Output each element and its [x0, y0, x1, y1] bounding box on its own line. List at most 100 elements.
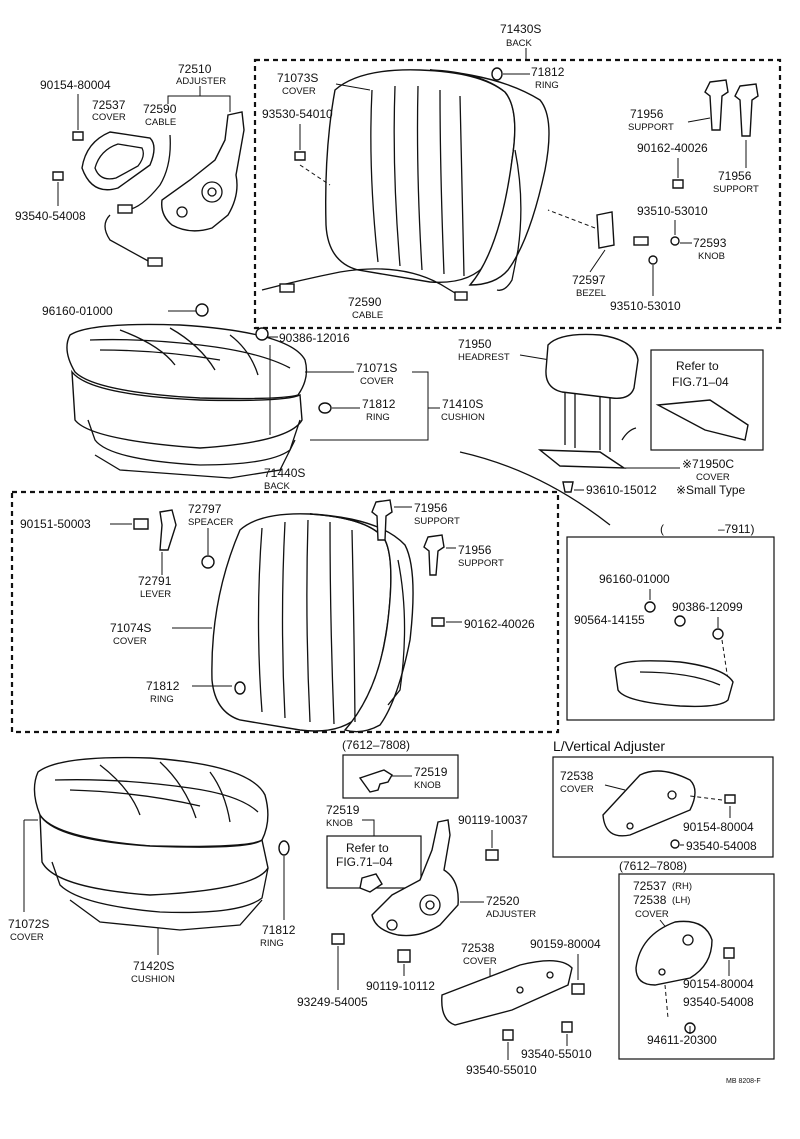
mid-back-bolt-right-part: 90162-40026 — [464, 617, 535, 631]
inset-7612-box — [618, 873, 775, 1060]
knob-7612-group: (7612–7808) 72519 KNOB — [342, 738, 459, 799]
bottom-adjuster-bolt-top-part: 90119-10037 — [458, 813, 528, 827]
vertical-adjuster-title: L/Vertical Adjuster — [553, 738, 665, 754]
cushion-top-foam-shape — [71, 369, 303, 449]
bottom-cushion-ring-name: RING — [260, 938, 284, 949]
headrest-refer-box — [650, 349, 764, 451]
cushion-top-clip-part: 90386-12016 — [279, 331, 350, 345]
bottom-adjuster-knob-name: KNOB — [326, 818, 353, 829]
top-back-cable-part: 72590 — [348, 295, 382, 309]
top-left-cable-shape — [124, 134, 171, 211]
inset-7911-bolt-shape — [674, 615, 686, 627]
inset-7612-cover-rh-part: 72537 — [633, 879, 667, 893]
headrest-cover-part: ※71950C — [682, 457, 734, 471]
bottom-cushion-ring-part: 71812 — [262, 923, 296, 937]
top-back-screw-shape — [294, 151, 306, 161]
mid-back-cover-shape — [211, 513, 392, 732]
knob-7612-box — [342, 754, 459, 799]
top-back-support-b-shape — [734, 83, 759, 137]
bottom-adjuster-screw-b-part: 93540-55010 — [466, 1063, 537, 1077]
cushion-top-ring-shape — [318, 402, 332, 414]
cushion-top-cover-part: 71071S — [356, 361, 397, 375]
cushion-top-cover-name: COVER — [360, 376, 394, 387]
mid-back-spacer-name: SPEACER — [188, 517, 234, 528]
inset-7911-box — [566, 536, 775, 721]
mid-back-lever-name: LEVER — [140, 589, 171, 600]
top-back-bezel-shape — [596, 211, 615, 249]
top-back-ring-part: 71812 — [531, 65, 565, 79]
headrest-cover-name: COVER — [696, 472, 730, 483]
bottom-adjuster-screw-left-shape — [331, 933, 345, 945]
top-back-knob-shape — [633, 236, 649, 246]
top-left-screw-top-shape — [72, 131, 84, 141]
headrest-group: 71950 HEADREST Refer to FIG.71–04 ※71950… — [458, 333, 764, 526]
inset-7911-group: ( –7911) 96160-01000 90386-12099 90564-1… — [566, 522, 775, 721]
vertical-adjuster-screw-b-part: 93540-54008 — [686, 839, 757, 853]
mid-back-ring-part: 71812 — [146, 679, 180, 693]
mid-back-part: 71440S — [264, 466, 305, 480]
top-back-support-b-part: 71956 — [718, 169, 752, 183]
bottom-cushion-group: 71812 RING 71072S COVER 71420S CUSHION — [8, 756, 296, 985]
bottom-adjuster-bolt-right-shape — [571, 983, 585, 995]
top-left-adjuster-shape — [161, 111, 245, 232]
bottom-adjuster-bolt-bottom-part: 90119-10112 — [366, 979, 435, 993]
headrest-refer-label: Refer to — [676, 359, 719, 373]
mid-back-support-b-part: 71956 — [458, 543, 492, 557]
headrest-note: ※Small Type — [676, 483, 746, 497]
top-back-cable-name: CABLE — [352, 310, 383, 321]
mid-back-cover-part: 71074S — [110, 621, 151, 635]
top-back-knob-name: KNOB — [698, 251, 725, 262]
vertical-adjuster-box — [552, 756, 774, 858]
top-back-screw-part: 93530-54010 — [262, 107, 333, 121]
top-left-cover-part: 72537 — [92, 98, 126, 112]
top-back-cover-shape — [324, 69, 516, 284]
top-back-part: 71430S — [500, 22, 541, 36]
mid-back-name: BACK — [264, 481, 291, 492]
vertical-adjuster-cover-part: 72538 — [560, 769, 594, 783]
inset-7612-washer-part: 94611-20300 — [647, 1033, 717, 1047]
top-left-cover-shape — [81, 131, 155, 191]
bottom-adjuster-bolt-bottom-shape — [397, 949, 411, 963]
headrest-screw-shape — [562, 481, 574, 493]
mid-back-support-a-part: 71956 — [414, 501, 448, 515]
top-back-bezel-name: BEZEL — [576, 288, 606, 299]
top-back-side-shape — [429, 69, 550, 286]
top-back-support-a-shape — [704, 79, 729, 131]
inset-7612-range: (7612–7808) — [619, 859, 687, 873]
inset-7612-screw-a-shape — [723, 947, 735, 959]
mid-back-lever-part: 72791 — [138, 574, 172, 588]
bottom-cushion-ring-shape — [278, 840, 290, 856]
top-back-name: BACK — [506, 38, 533, 49]
mid-back-support-b-shape — [423, 534, 445, 576]
mid-back-support-b-name: SUPPORT — [458, 558, 504, 569]
top-back-bezel-part: 72597 — [572, 273, 606, 287]
mid-back-bolt-left-shape — [133, 518, 149, 530]
headrest-arrow — [459, 451, 611, 526]
inset-7612-cover-rh-suffix: (RH) — [672, 881, 692, 892]
top-left-cover-name: COVER — [92, 112, 126, 123]
top-left-cable-name: CABLE — [145, 117, 176, 128]
vertical-adjuster-group: L/Vertical Adjuster 72538 COVER 90154-80… — [552, 738, 774, 858]
vertical-adjuster-cover-name: COVER — [560, 784, 594, 795]
diagram-code: MB 8208-F — [726, 1078, 761, 1085]
bottom-cushion-cushion-part: 71420S — [133, 959, 174, 973]
bottom-adjuster-refer-fig: FIG.71–04 — [336, 855, 393, 869]
bottom-adjuster-knob-part: 72519 — [326, 803, 360, 817]
top-left-screw-bottom-part: 93540-54008 — [15, 209, 86, 223]
cushion-top-cushion-name: CUSHION — [441, 412, 485, 423]
cushion-top-ring-part: 71812 — [362, 397, 396, 411]
mid-back-bolt-left-part: 90151-50003 — [20, 517, 91, 531]
top-back-cover-part: 71073S — [277, 71, 318, 85]
cushion-top-nut-shape — [195, 303, 209, 317]
cushion-top-clip-shape — [255, 327, 269, 341]
cushion-top-cushion-part: 71410S — [442, 397, 483, 411]
mid-back-frame — [10, 490, 560, 734]
mid-back-lever-shape — [159, 509, 177, 551]
headrest-shape — [545, 333, 639, 399]
mid-back-support-a-shape — [371, 499, 393, 541]
inset-7612-cover-lh-part: 72538 — [633, 893, 667, 907]
top-left-group: 72510 ADJUSTER 90154-80004 72537 COVER 7… — [15, 62, 245, 267]
mid-back-ring-shape — [234, 681, 246, 695]
